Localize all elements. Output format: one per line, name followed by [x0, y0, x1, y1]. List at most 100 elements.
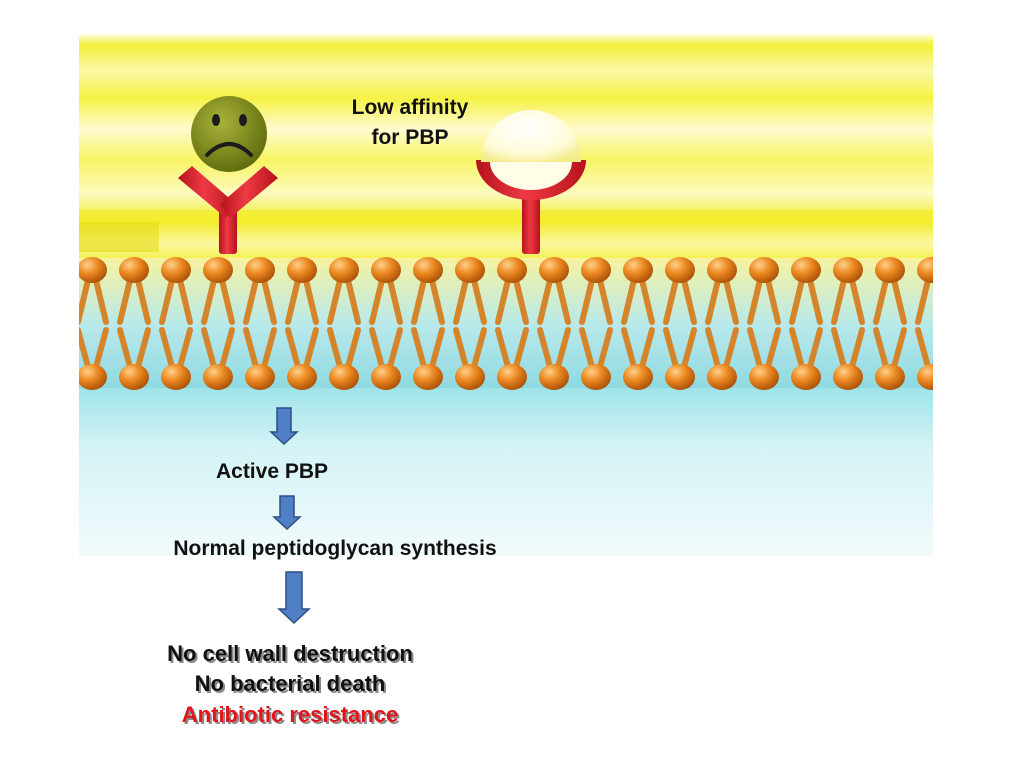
lipid-tail	[597, 277, 613, 325]
y-receptor-icon	[178, 166, 278, 254]
lipid-tail	[429, 327, 445, 370]
lipid-head	[581, 364, 611, 390]
lipid-head	[917, 257, 933, 283]
lipid-tail	[915, 327, 931, 370]
lipid-head	[581, 257, 611, 283]
lipid-tail	[513, 327, 529, 370]
lipid-tail	[177, 327, 193, 370]
lipid-tail	[891, 327, 907, 370]
lipid-head	[245, 257, 275, 283]
lipid-tail	[369, 327, 385, 370]
lipid-tail	[537, 277, 553, 325]
lipid-head	[455, 364, 485, 390]
lipid-head	[623, 364, 653, 390]
lipid-tail	[411, 277, 427, 325]
lipid-tail	[303, 327, 319, 370]
lipid-head	[833, 364, 863, 390]
lipid-tail	[915, 277, 931, 325]
lipid-tail	[936, 280, 946, 322]
lipid-tail	[891, 277, 907, 325]
lipid-head	[413, 364, 443, 390]
lipid-head	[707, 364, 737, 390]
lipid-head	[665, 364, 695, 390]
lipid-tail	[261, 327, 277, 370]
lipid-head	[497, 364, 527, 390]
lipid-head	[161, 364, 191, 390]
lipid-tail	[807, 327, 823, 370]
low-affinity-line2: for PBP	[371, 126, 449, 149]
synthesis-label: Normal peptidoglycan synthesis	[173, 537, 497, 560]
lipid-head	[203, 257, 233, 283]
lipid-tail	[345, 277, 361, 325]
lipid-tail	[303, 277, 319, 325]
lipid-head	[917, 364, 933, 390]
lipid-tail	[177, 277, 193, 325]
down-arrow-icon	[272, 495, 302, 531]
lipid-tail	[747, 277, 763, 325]
lipid-tail	[537, 327, 553, 370]
lipid-head	[833, 257, 863, 283]
lipid-tail	[453, 277, 469, 325]
lipid-tail	[873, 327, 889, 370]
lipid-head	[119, 364, 149, 390]
lipid-tail	[327, 327, 343, 370]
lipid-tail	[369, 277, 385, 325]
lipid-tail	[681, 327, 697, 370]
lipid-head	[161, 257, 191, 283]
lipid-tail	[936, 330, 946, 367]
lipid-tail	[513, 277, 529, 325]
lipid-tail	[723, 277, 739, 325]
lipid-tail	[387, 277, 403, 325]
lipid-tail	[789, 327, 805, 370]
lipid-tail	[201, 327, 217, 370]
lipid-tail	[243, 327, 259, 370]
lipid-tail	[579, 327, 595, 370]
lipid-head	[707, 257, 737, 283]
lipid-tail	[849, 327, 865, 370]
lipid-tail	[663, 327, 679, 370]
low-affinity-label: Low affinity for PBP	[330, 93, 490, 153]
lipid-tail	[93, 277, 109, 325]
lipid-tail	[747, 327, 763, 370]
lipid-head	[455, 257, 485, 283]
lipid-tail	[327, 277, 343, 325]
lipid-bilayer	[79, 257, 946, 390]
lipid-head	[791, 364, 821, 390]
active-pbp-label: Active PBP	[215, 460, 329, 483]
lipid-head	[875, 257, 905, 283]
lipid-tail	[117, 327, 133, 370]
lipid-tail	[555, 327, 571, 370]
lipid-tail	[807, 277, 823, 325]
lipid-tail	[135, 327, 151, 370]
lipid-tail	[495, 277, 511, 325]
lipid-tail	[681, 277, 697, 325]
lipid-tail	[117, 277, 133, 325]
lipid-tail	[765, 327, 781, 370]
lipid-tail	[201, 277, 217, 325]
no-bacterial-death-label: No bacterial death	[194, 671, 386, 696]
lipid-head	[79, 257, 107, 283]
lipid-tail	[579, 277, 595, 325]
lipid-tail	[345, 327, 361, 370]
lipid-tail	[219, 277, 235, 325]
lipid-tail	[639, 277, 655, 325]
lipid-head	[875, 364, 905, 390]
lipid-tail	[79, 327, 91, 370]
lipid-head	[539, 257, 569, 283]
lipid-tail	[705, 277, 721, 325]
lipid-tail	[285, 277, 301, 325]
lipid-tail	[873, 277, 889, 325]
lipid-tail	[387, 327, 403, 370]
down-arrow-icon	[277, 571, 311, 625]
lipid-tail	[849, 277, 865, 325]
cytoplasm-band	[79, 388, 933, 556]
lipid-head	[413, 257, 443, 283]
lipid-tail	[765, 277, 781, 325]
lipid-head	[497, 257, 527, 283]
lipid-tail	[471, 327, 487, 370]
lipid-tail	[555, 277, 571, 325]
cup-receptor-icon	[476, 160, 586, 254]
lipid-tail	[93, 327, 109, 370]
lipid-tail	[261, 277, 277, 325]
